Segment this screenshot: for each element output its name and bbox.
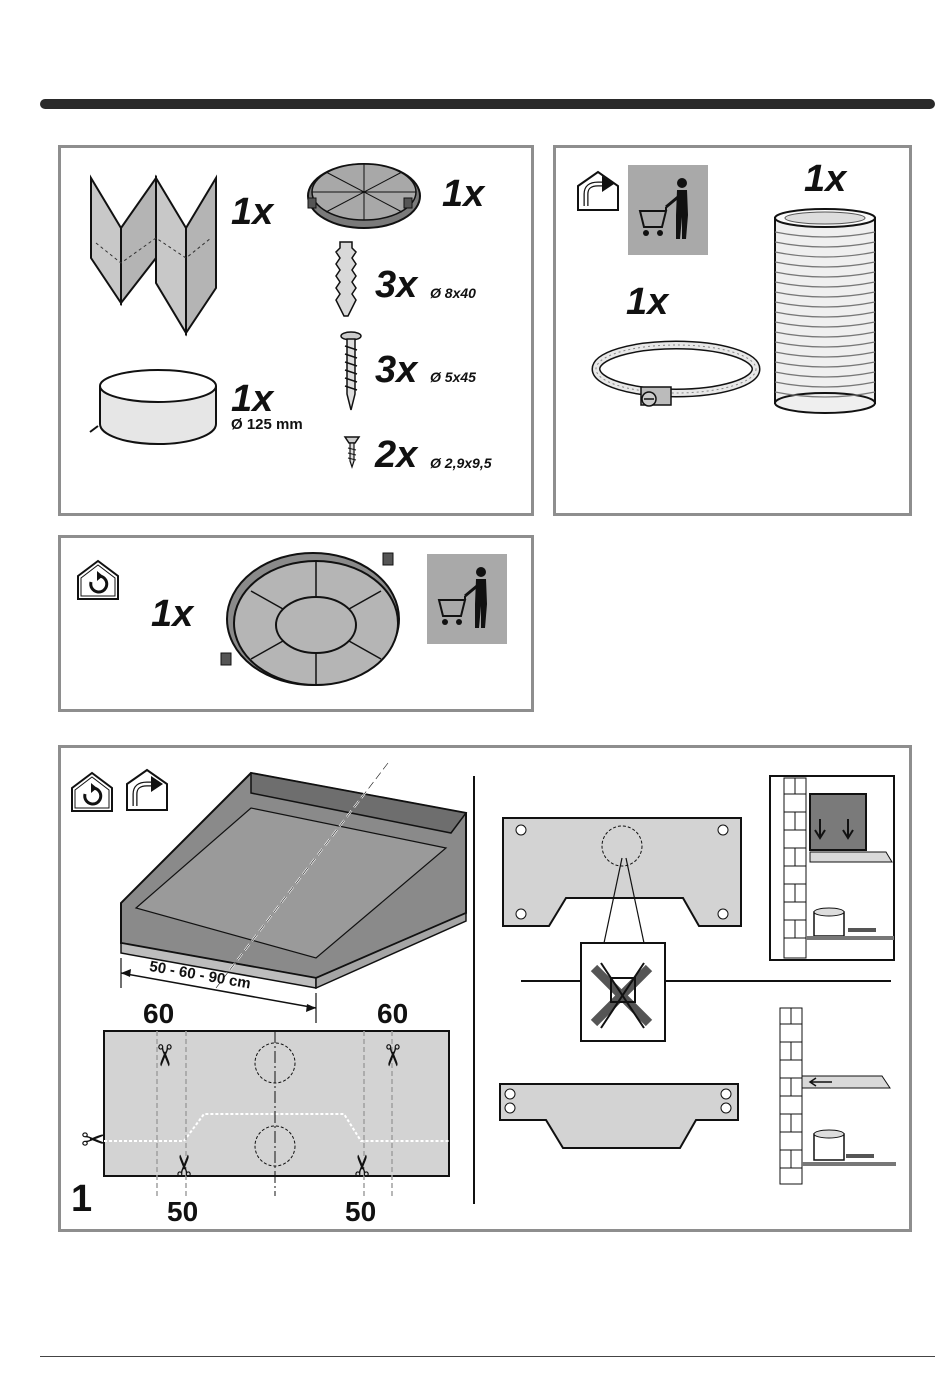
flange-qty: 1x — [231, 380, 273, 418]
valve-illustration — [304, 158, 424, 238]
flexible-duct-illustration — [770, 208, 880, 418]
recirculation-mode-icon — [75, 558, 121, 602]
scissors-icon: ✂ — [346, 1153, 381, 1178]
charcoal-filter-illustration — [221, 543, 411, 693]
flange-illustration — [86, 368, 226, 448]
section-divider — [521, 980, 891, 982]
scissors-icon: ✂ — [168, 1153, 203, 1178]
short-screw-illustration — [343, 435, 361, 469]
hose-clamp-illustration — [591, 333, 761, 423]
cut-label-bottom-left: 50 — [167, 1196, 198, 1228]
charcoal-filter-qty: 1x — [151, 595, 193, 633]
panel-installation: 50 - 60 - 90 cm 60 60 ✂ ✂ ✂ ✂ ✂ 1 50 50 — [58, 745, 912, 1232]
long-screw-size: Ø 5x45 — [430, 369, 476, 385]
section-divider — [473, 776, 475, 1204]
installation-recirculation-scene — [776, 1006, 898, 1186]
ducting-mode-icon — [574, 168, 622, 214]
shopping-cart-person-icon — [427, 554, 507, 644]
wall-plug-illustration — [331, 240, 361, 320]
cut-label-top-right: 60 — [377, 998, 408, 1030]
panel-extraction: 1x 1x — [553, 145, 912, 516]
scissors-icon: ✂ — [81, 1123, 106, 1158]
template-recirculation-illustration — [498, 1082, 740, 1152]
shopping-cart-person-icon — [628, 165, 708, 255]
clamp-qty: 1x — [626, 283, 668, 321]
scissors-icon: ✂ — [374, 1043, 409, 1068]
step-number: 1 — [71, 1178, 92, 1221]
flange-size: Ø 125 mm — [231, 416, 303, 433]
scissors-icon: ✂ — [146, 1043, 181, 1068]
recirculation-mode-icon — [69, 770, 115, 814]
plug-size: Ø 8x40 — [430, 285, 476, 301]
plug-qty: 3x — [375, 266, 417, 304]
panel-accessories: 1x 1x 1x Ø 125 mm 3x Ø 8x40 3x Ø 5x45 — [58, 145, 534, 516]
duct-qty: 1x — [804, 160, 846, 198]
long-screw-qty: 3x — [375, 351, 417, 389]
long-screw-illustration — [339, 330, 363, 414]
hood-tray-illustration — [116, 763, 466, 1023]
grease-filter-illustration — [86, 168, 221, 343]
panel-recirculation: 1x — [58, 535, 534, 712]
installation-ducting-scene — [768, 774, 896, 964]
cut-label-top-left: 60 — [143, 998, 174, 1030]
filter-qty: 1x — [231, 193, 273, 231]
header-bar — [40, 99, 935, 109]
short-screw-size: Ø 2,9x9,5 — [430, 455, 492, 471]
short-screw-qty: 2x — [375, 436, 417, 474]
footer-rule — [40, 1356, 935, 1357]
valve-qty: 1x — [442, 175, 484, 213]
no-tools-icon — [579, 858, 669, 1043]
cut-label-bottom-right: 50 — [345, 1196, 376, 1228]
